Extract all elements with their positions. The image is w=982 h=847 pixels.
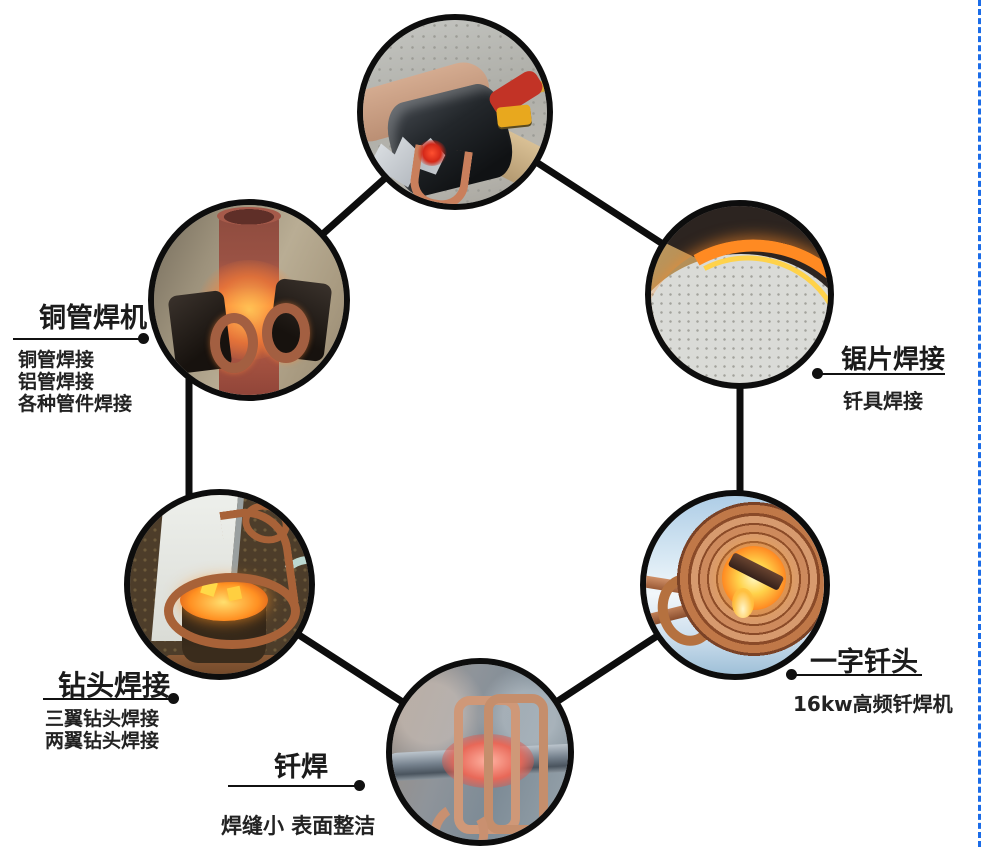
orange-controller [496,104,532,128]
photo-rod-brazing-art [392,664,568,840]
flat-bit-item-1: 16kw高频钎焊机 [793,692,953,716]
drill-bit-item-1: 三翼钻头焊接 [45,708,160,730]
photo-saw-blade-welding [645,200,834,389]
label-flat-bit-title: 一字钎头 [810,647,918,678]
label-copper-pipe-rule [13,333,149,344]
copper-cage-coil-inner [484,694,548,834]
drill-bit-item-2: 两翼钻头焊接 [45,730,160,752]
rule-dot [168,693,179,704]
flame-highlight [732,588,754,618]
photo-flat-bit-coil [640,490,830,680]
label-brazing-rule [228,780,365,791]
saw-blade-item-1: 钎具焊接 [843,389,923,413]
copper-pipe-item-1: 铜管焊接 [18,349,95,371]
label-drill-bit-items: 三翼钻头焊接 两翼钻头焊接 [45,708,159,752]
photo-drill-bit-welding [124,489,315,680]
photo-saw-blade-art [651,206,828,383]
copper-pipe-item-3: 各种管件焊接 [18,393,133,415]
photo-handheld-welding-machine [357,14,553,210]
label-brazing-title: 钎焊 [274,752,328,783]
rule-dot [354,780,365,791]
label-drill-bit-rule [43,693,179,704]
red-hot-spot [417,140,447,166]
page-edge-dashed-guide [978,0,981,847]
copper-pipe-item-2: 铝管焊接 [18,371,95,393]
induction-coil-ring [164,573,300,649]
label-copper-pipe-items: 铜管焊接 铝管焊接 各种管件焊接 [18,349,132,415]
label-saw-blade-rule [812,368,945,379]
saw-blade-disc [651,254,828,383]
photo-rod-brazing [386,658,574,846]
brazing-item-1: 焊缝小 表面整洁 [221,814,376,838]
label-saw-blade-title: 锯片焊接 [841,345,946,375]
rule-dot [812,368,823,379]
label-flat-bit-rule [786,669,922,680]
label-copper-pipe-title: 铜管焊机 [39,303,147,334]
rule-dot [138,333,149,344]
coil-ring-right [262,303,310,363]
photo-copper-pipe-welding [148,199,350,401]
label-drill-bit-title: 钻头焊接 [58,669,171,702]
photo-handheld-welding-art [363,20,547,204]
coil-ring-left [210,313,258,373]
photo-flat-bit-art [646,496,824,674]
photo-copper-pipe-art [154,205,344,395]
photo-drill-bit-art [130,495,309,674]
pipe-opening [217,207,281,225]
rule-dot [786,669,797,680]
